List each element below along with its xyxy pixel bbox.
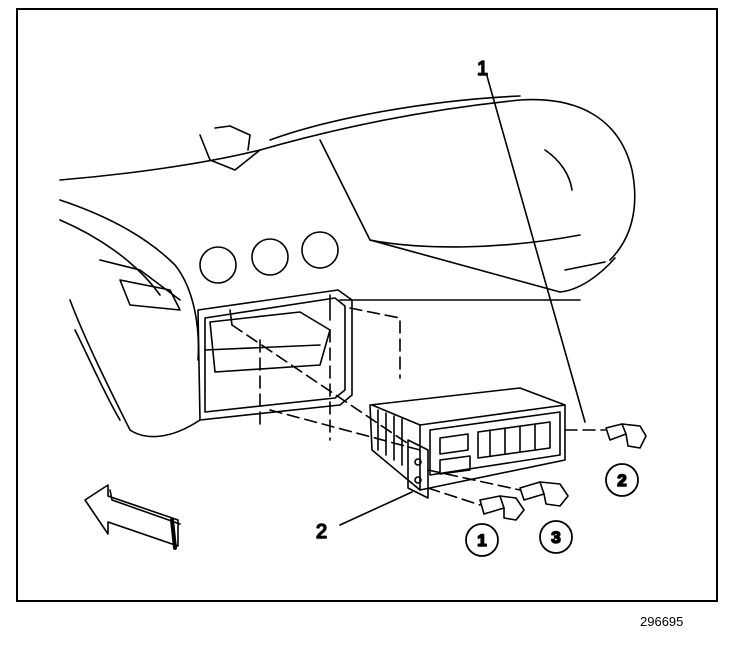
dashboard: [59, 95, 636, 438]
bolt-3: [519, 481, 569, 507]
front-arrow-icon: [84, 484, 181, 550]
bolt-callout-1: 1: [465, 523, 499, 557]
bolt-2: [605, 423, 647, 449]
bolt-1: [479, 495, 525, 521]
leader-part-1: [486, 75, 586, 423]
circled-number-2: 2: [617, 471, 626, 490]
circled-number-1: 1: [477, 531, 486, 550]
circled-number-3: 3: [551, 528, 560, 547]
bolt-callout-3: 3: [539, 520, 573, 554]
figure-reference-number: 296695: [640, 614, 684, 629]
bolt-callout-2: 2: [605, 463, 639, 497]
callout-part-1: 1: [477, 58, 488, 80]
leader-part-2: [339, 491, 413, 526]
radio-unit: [369, 387, 566, 499]
diagram-frame: [16, 8, 718, 602]
alignment-lines: [231, 307, 606, 506]
callout-part-2: 2: [316, 521, 327, 543]
